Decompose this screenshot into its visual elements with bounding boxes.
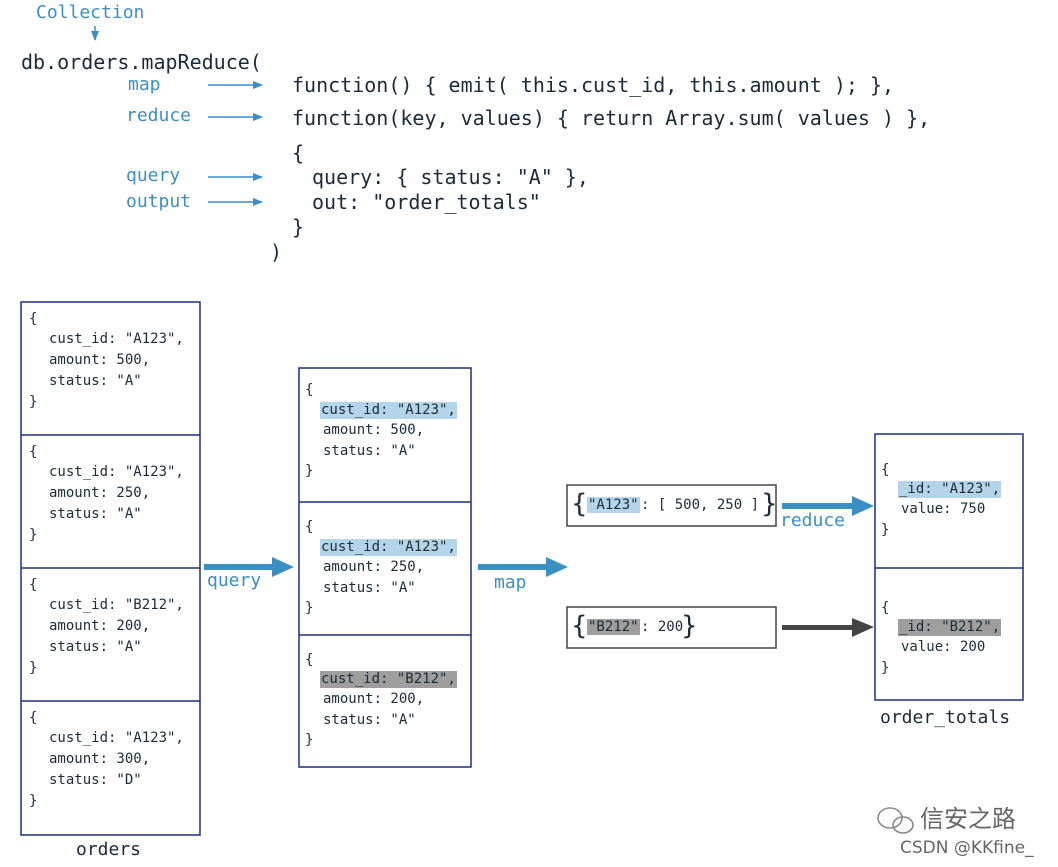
doc-status: status: "A"	[49, 639, 142, 655]
doc-brace-close: }	[305, 732, 314, 748]
doc-status: status: "A"	[323, 580, 416, 596]
order-totals-caption: order_totals	[880, 707, 1011, 728]
reduce-step-arrow	[782, 496, 874, 516]
passthrough-arrow	[782, 618, 874, 637]
doc-brace-open: {	[881, 462, 890, 478]
doc-brace-close: }	[29, 793, 38, 809]
doc-brace-open: {	[881, 600, 890, 616]
doc-amount: amount: 300,	[49, 751, 151, 767]
options-close: }	[292, 215, 305, 239]
doc-brace-open: {	[29, 710, 38, 726]
doc-brace-close: }	[29, 527, 38, 543]
doc-cust-id-highlighted: cust_id: "B212",	[320, 671, 457, 688]
watermark-title: 信安之路	[920, 805, 1016, 833]
pair-brace-open: {	[571, 611, 588, 641]
orders-collection-box	[20, 301, 201, 836]
query-option: query: { status: "A" },	[312, 165, 589, 189]
doc-cust-id-highlighted: cust_id: "A123",	[320, 539, 457, 556]
pair-brace-close: }	[681, 611, 698, 641]
doc-brace-close: }	[29, 394, 38, 410]
pair-key-highlighted: "A123"	[587, 497, 640, 513]
map-step-arrow	[478, 557, 568, 577]
doc-brace-close: }	[305, 463, 314, 479]
map-arrow-label: map	[494, 572, 527, 593]
query-step-arrow	[204, 557, 294, 577]
mapreduce-call-close: )	[270, 240, 283, 264]
mapped-pair-box-b212	[566, 606, 777, 649]
watermark-credit: CSDN @KKfine_	[900, 838, 1034, 858]
doc-cust-id: cust_id: "A123",	[49, 730, 184, 746]
map-label: map	[128, 74, 161, 95]
doc-brace-open: {	[305, 652, 314, 668]
doc-brace-close: }	[881, 522, 890, 538]
pair-values: : [ 500, 250 ]	[641, 497, 760, 513]
wechat-icon	[877, 807, 914, 834]
doc-status: status: "A"	[49, 373, 142, 389]
order-totals-box	[874, 433, 1024, 701]
doc-status: status: "A"	[323, 443, 416, 459]
doc-brace-open: {	[29, 311, 38, 327]
doc-amount: amount: 500,	[323, 422, 425, 438]
doc-id-highlighted: _id: "A123",	[898, 481, 1002, 498]
output-label: output	[126, 191, 192, 212]
mapped-pair-box-a123	[566, 484, 777, 527]
doc-cust-id-highlighted: cust_id: "A123",	[320, 402, 457, 419]
pair-brace-close: }	[761, 489, 778, 519]
doc-amount: amount: 200,	[49, 618, 151, 634]
doc-brace-open: {	[305, 382, 314, 398]
doc-cust-id: cust_id: "A123",	[49, 331, 184, 347]
mapreduce-call-open: db.orders.mapReduce(	[21, 50, 262, 74]
doc-status: status: "D"	[49, 772, 142, 788]
doc-brace-open: {	[305, 519, 314, 535]
doc-amount: amount: 250,	[49, 485, 151, 501]
doc-brace-close: }	[29, 660, 38, 676]
doc-id-highlighted: _id: "B212",	[898, 619, 1002, 636]
query-arrow-label: query	[207, 570, 262, 591]
pair-values: : 200	[641, 619, 684, 635]
pair-key-highlighted: "B212"	[587, 619, 640, 635]
doc-brace-open: {	[29, 577, 38, 593]
doc-status: status: "A"	[323, 712, 416, 728]
collection-label: Collection	[36, 2, 145, 23]
doc-brace-close: }	[305, 600, 314, 616]
doc-value: value: 200	[901, 639, 986, 655]
reduce-label: reduce	[126, 105, 192, 126]
filtered-documents-box	[298, 367, 472, 768]
out-option: out: "order_totals"	[312, 190, 541, 214]
doc-cust-id: cust_id: "A123",	[49, 464, 184, 480]
pair-brace-open: {	[571, 489, 588, 519]
doc-brace-open: {	[29, 444, 38, 460]
doc-status: status: "A"	[49, 506, 142, 522]
orders-caption: orders	[76, 839, 142, 860]
query-label: query	[126, 165, 181, 186]
doc-value: value: 750	[901, 501, 986, 517]
map-function: function() { emit( this.cust_id, this.am…	[292, 73, 895, 97]
doc-amount: amount: 500,	[49, 352, 151, 368]
reduce-function: function(key, values) { return Array.sum…	[292, 106, 931, 130]
doc-amount: amount: 200,	[323, 691, 425, 707]
doc-amount: amount: 250,	[323, 559, 425, 575]
doc-brace-close: }	[881, 660, 890, 676]
options-open: {	[292, 141, 305, 165]
doc-cust-id: cust_id: "B212",	[49, 597, 184, 613]
reduce-arrow-label: reduce	[780, 510, 846, 531]
